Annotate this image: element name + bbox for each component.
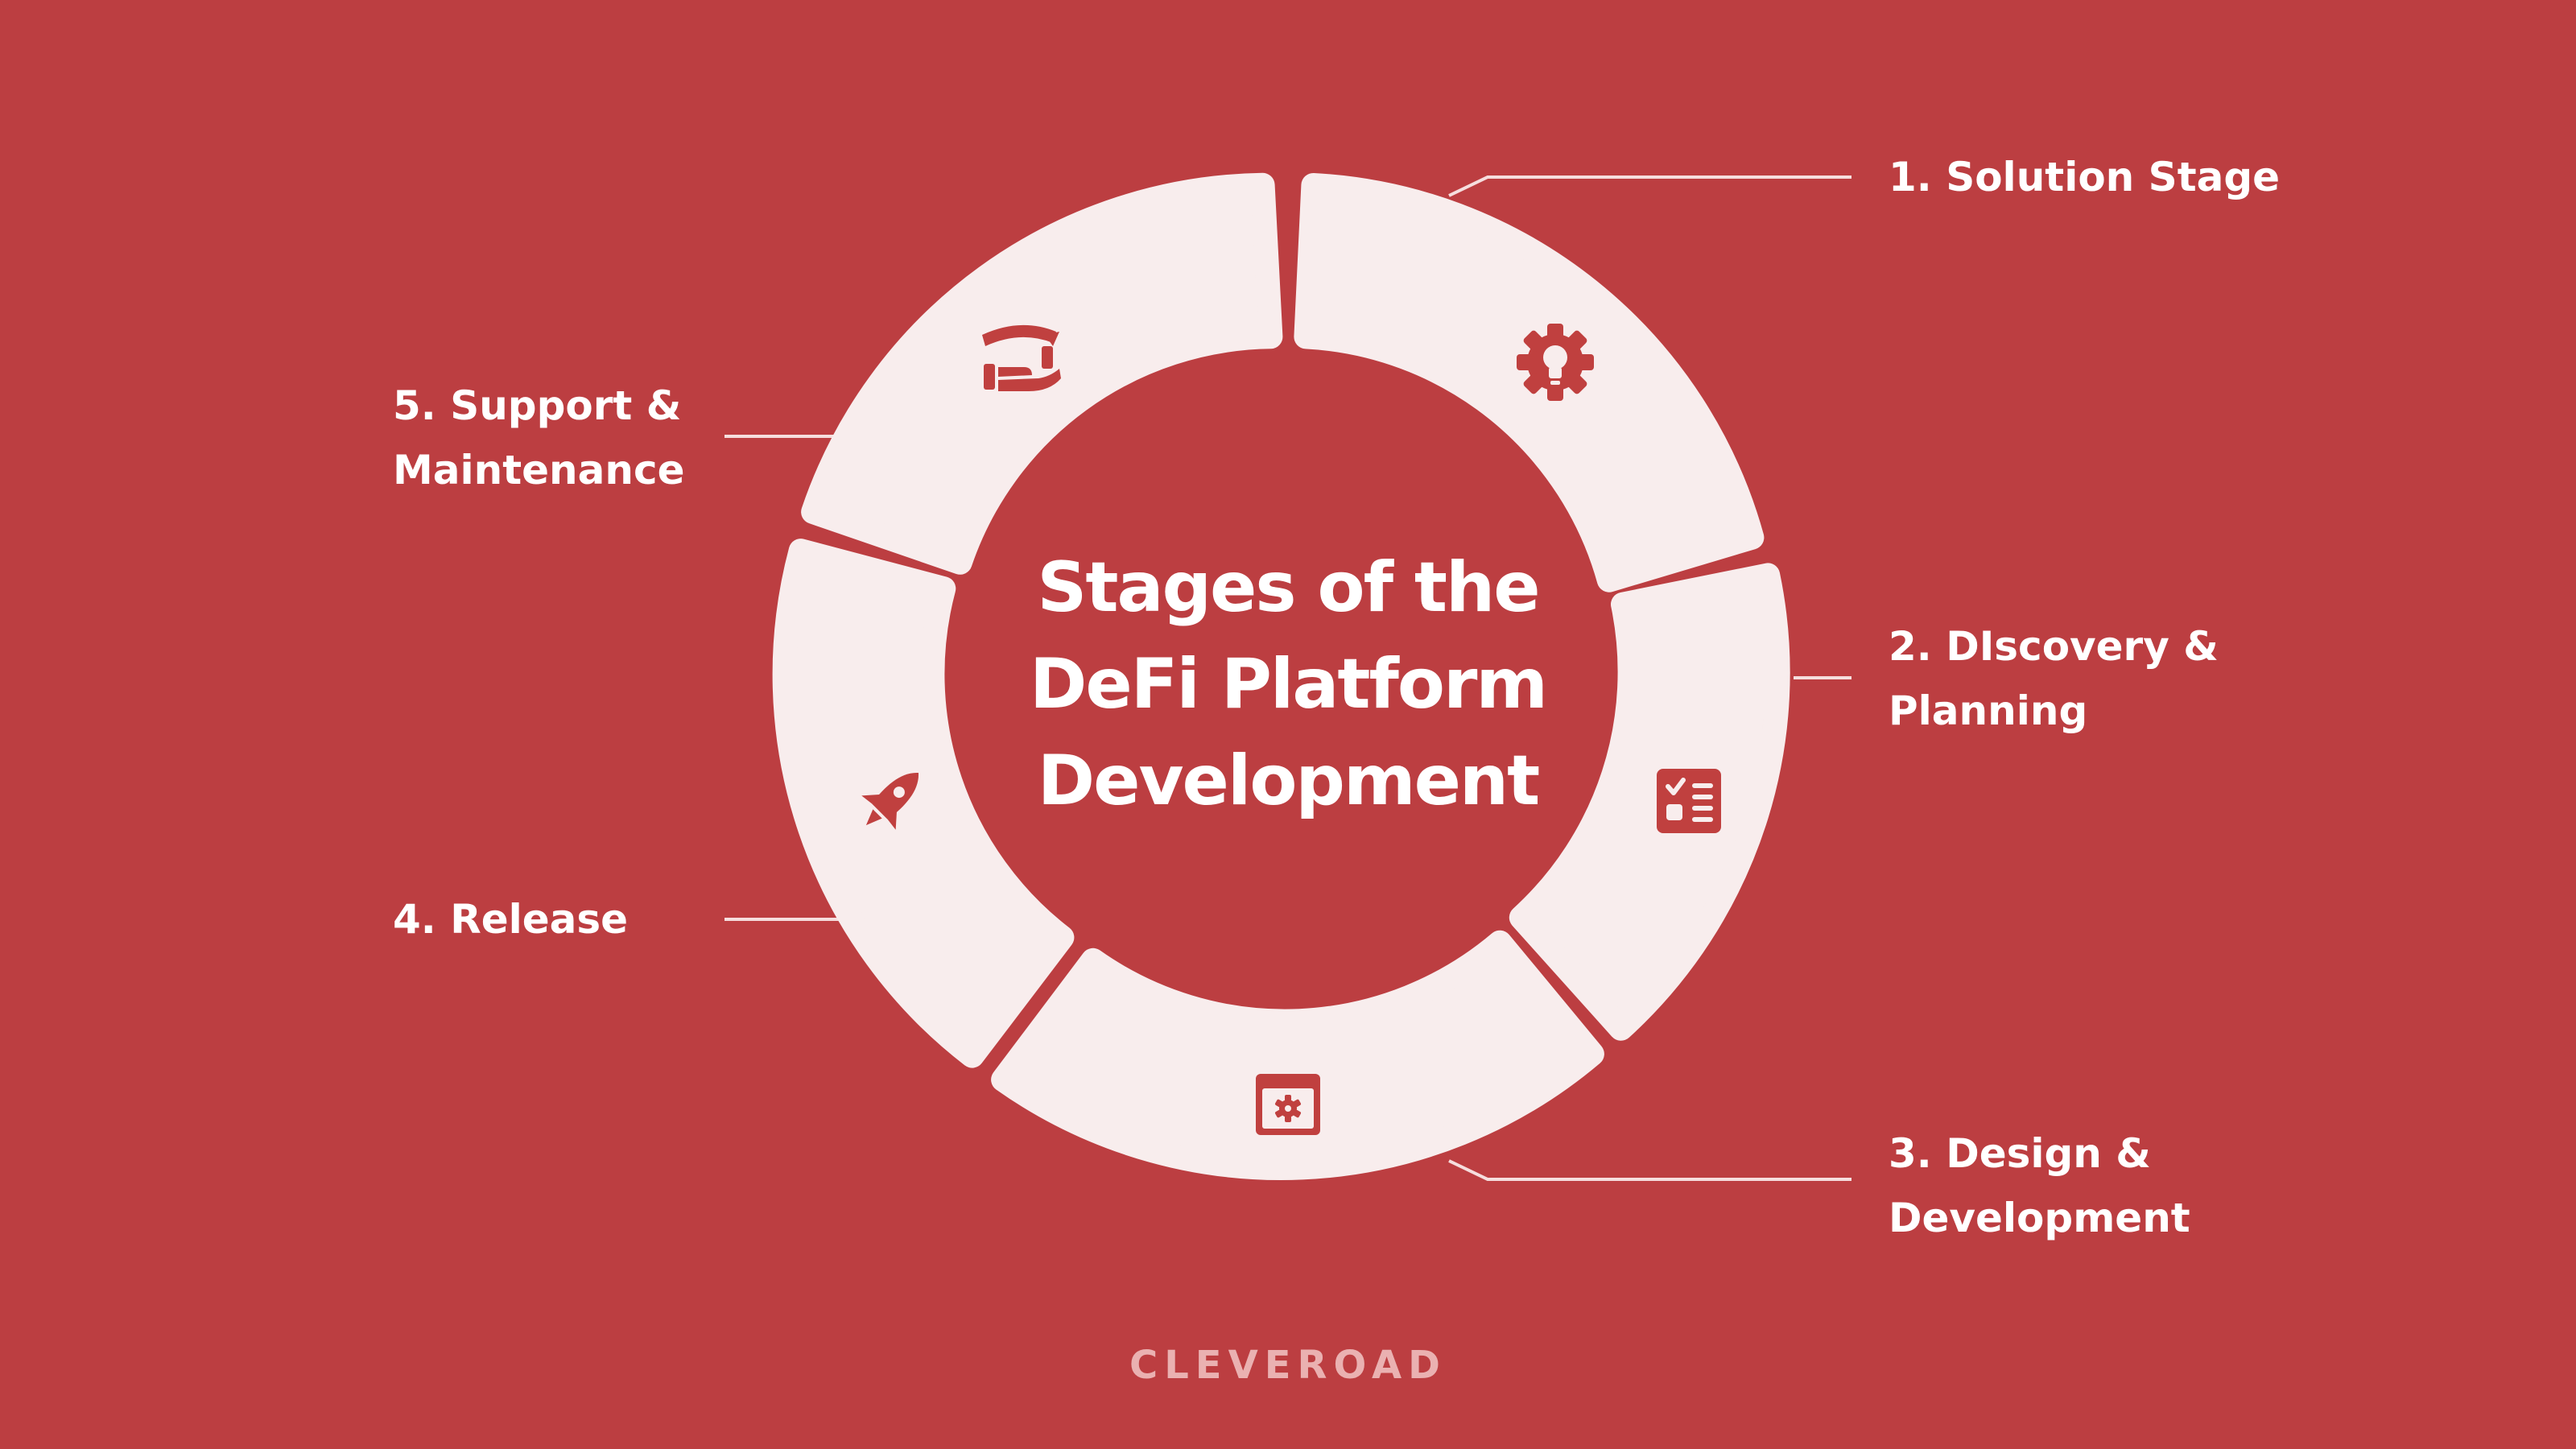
browser-gear-icon <box>1256 1074 1320 1135</box>
stage-label-release: 4. Release <box>393 887 628 952</box>
connector-line-solution <box>1448 175 1852 197</box>
stage-label-line: 5. Support & <box>393 382 682 429</box>
stage-label-solution: 1. Solution Stage <box>1889 145 2280 209</box>
segment-discovery-planning <box>1509 563 1790 1041</box>
stage-label-line: 2. DIscovery & <box>1889 623 2219 670</box>
segment-design-development <box>991 930 1604 1180</box>
diagram-title-line: Stages of the <box>1037 547 1540 628</box>
connector-line-design <box>1448 1159 1852 1181</box>
stage-label-design: 3. Design & Development <box>1889 1121 2190 1250</box>
lightbulb-gear-icon <box>1517 324 1594 401</box>
stage-label-line: 1. Solution Stage <box>1889 154 2281 200</box>
rocket-icon <box>861 773 919 830</box>
diagram-title: Stages of the DeFi Platform Development <box>966 539 1610 829</box>
stage-label-discovery: 2. DIscovery & Planning <box>1889 614 2219 743</box>
stage-label-line: 3. Design & <box>1889 1130 2151 1177</box>
stage-label-line: Development <box>1889 1195 2190 1241</box>
diagram-title-line: Development <box>1037 741 1541 821</box>
diagram-title-line: DeFi Platform <box>1029 644 1548 724</box>
brand-logo-text: CLEVEROAD <box>1129 1343 1447 1388</box>
stage-label-line: Maintenance <box>393 447 685 493</box>
hand-support-icon <box>982 324 1061 391</box>
stage-label-line: 4. Release <box>393 896 629 943</box>
segment-support-maintenance <box>801 172 1283 575</box>
stage-label-support: 5. Support & Maintenance <box>393 374 685 502</box>
segment-release <box>772 539 1075 1068</box>
checklist-icon <box>1657 769 1721 833</box>
stage-label-line: Planning <box>1889 687 2088 734</box>
